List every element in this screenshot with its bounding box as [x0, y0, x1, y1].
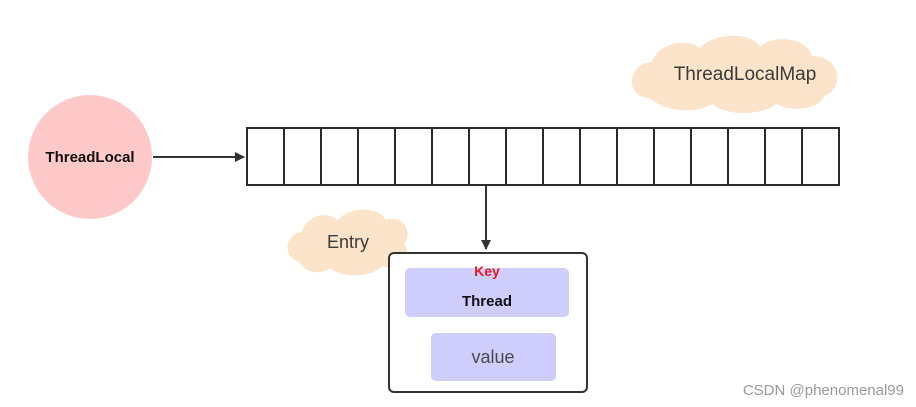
threadlocal-label: ThreadLocal — [45, 149, 134, 166]
array-slot — [468, 127, 507, 186]
entry-label: Entry — [327, 232, 369, 252]
array-slot — [283, 127, 322, 186]
entry-box: Key Thread value — [388, 252, 588, 393]
array-slot — [801, 127, 840, 186]
entry-cloud: Entry — [287, 209, 408, 276]
array-slot — [394, 127, 433, 186]
watermark: CSDN @phenomenal99 — [742, 382, 904, 399]
entry-cloud-shape — [287, 209, 408, 276]
threadlocalmap-array — [246, 127, 840, 186]
array-slot — [246, 127, 285, 186]
array-slot — [653, 127, 692, 186]
array-slot — [542, 127, 581, 186]
value-label: value — [471, 347, 514, 367]
array-slot — [431, 127, 470, 186]
value-box — [431, 333, 556, 381]
threadlocalmap-cloud: ThreadLocalMap — [631, 35, 838, 114]
array-slot — [357, 127, 396, 186]
array-slot — [616, 127, 655, 186]
threadlocalmap-label: ThreadLocalMap — [674, 64, 817, 85]
thread-label: Thread — [462, 293, 512, 310]
threadlocal-node: ThreadLocal — [28, 95, 152, 219]
threadlocal-circle — [28, 95, 152, 219]
threadlocalmap-cloud-shape — [631, 35, 838, 114]
array-slot — [690, 127, 729, 186]
array-slot — [505, 127, 544, 186]
array-slot — [727, 127, 766, 186]
array-slot — [579, 127, 618, 186]
array-slot — [764, 127, 803, 186]
key-thread-box — [405, 268, 569, 317]
key-label: Key — [474, 263, 500, 279]
array-slot — [320, 127, 359, 186]
